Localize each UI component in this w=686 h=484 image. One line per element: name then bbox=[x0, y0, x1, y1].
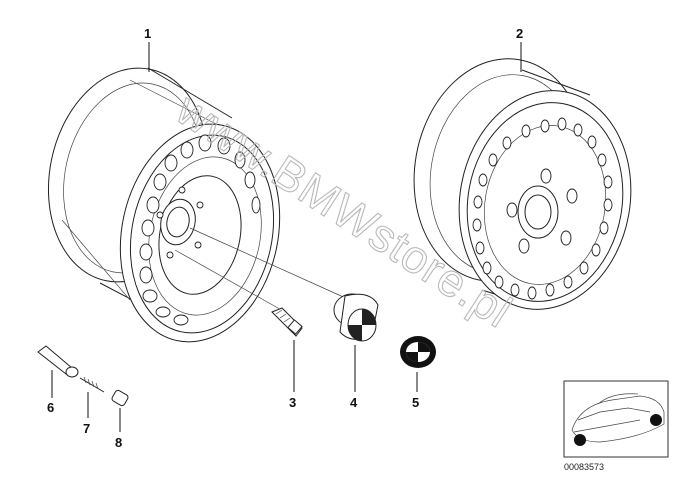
wheel-1-vent-holes bbox=[139, 134, 261, 326]
valve-cap bbox=[111, 389, 129, 407]
callout-6: 6 bbox=[47, 400, 54, 415]
wheel-2-vent-holes bbox=[472, 117, 613, 300]
wheel-marker-front bbox=[574, 434, 586, 446]
hub-cap bbox=[333, 293, 379, 342]
steel-wheel-rear-view bbox=[413, 58, 632, 310]
callout-7: 7 bbox=[83, 421, 90, 436]
steel-wheel-front-view bbox=[47, 67, 281, 343]
tire-valve bbox=[37, 345, 79, 378]
wheel-emblem bbox=[400, 336, 436, 368]
callout-8: 8 bbox=[115, 435, 122, 450]
callout-3: 3 bbox=[289, 395, 296, 410]
wheel-marker-rear bbox=[650, 414, 662, 426]
car-location-thumbnail: 00083573 bbox=[563, 380, 669, 472]
car-outline-icon bbox=[571, 393, 665, 443]
callout-1: 1 bbox=[144, 26, 151, 41]
callout-leaders bbox=[51, 42, 522, 432]
valve-core bbox=[79, 376, 105, 393]
callout-5: 5 bbox=[412, 395, 419, 410]
assembly-lines bbox=[174, 227, 351, 313]
wheel-bolt bbox=[271, 307, 303, 337]
callout-2: 2 bbox=[516, 26, 523, 41]
callout-4: 4 bbox=[350, 395, 358, 410]
reference-number: 00083573 bbox=[564, 462, 604, 472]
